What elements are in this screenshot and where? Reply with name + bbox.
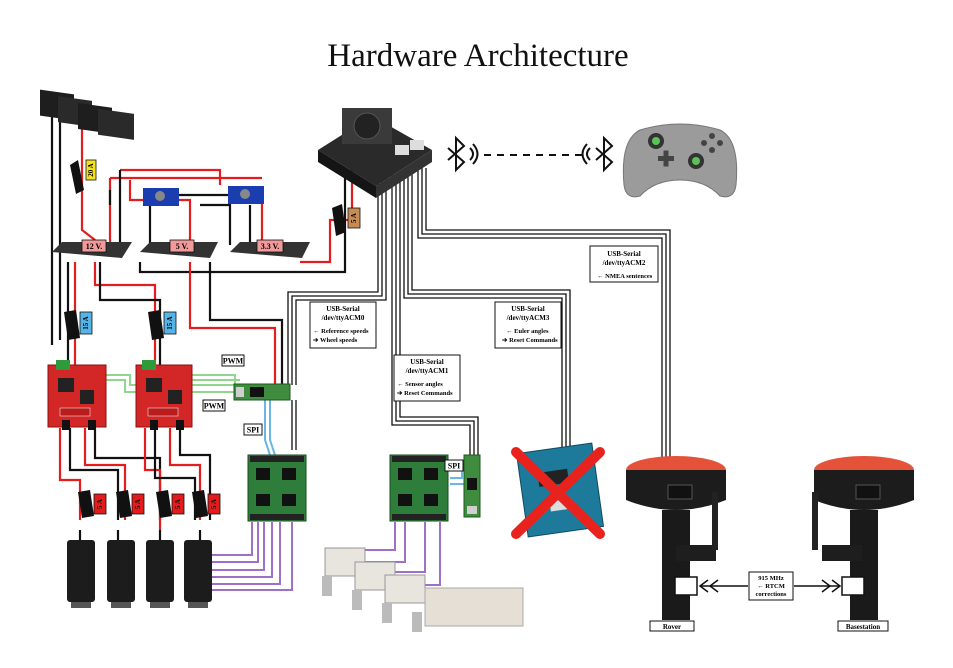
jetson-computer [318,108,432,198]
wheel-motor-3 [146,540,174,608]
wheel-motor-4 [184,540,212,608]
fuse-motor-3: 5 A [156,490,184,518]
power-wires [52,110,352,545]
svg-text:PWM: PWM [223,357,244,366]
svg-text:Rover: Rover [663,623,681,631]
buck-converter-2 [228,186,264,204]
svg-text:SPI: SPI [448,462,460,471]
fuse-label-battery: 20 A [87,163,95,176]
fuse-label-motor-3: 5 A [174,499,182,509]
fuse-label-driver-right: 15 A [166,316,174,329]
svg-text:USB-Serial: USB-Serial [511,305,545,313]
rover-label: Rover [650,621,694,631]
battery-pack [40,90,134,140]
svg-text:← Euler angles: ← Euler angles [506,328,549,335]
svg-text:USB-Serial: USB-Serial [607,250,641,258]
svg-text:← Reference speeds: ← Reference speeds [313,328,369,335]
svg-text:/dev/ttyACM1: /dev/ttyACM1 [405,367,449,375]
svg-text:PWM: PWM [204,402,225,411]
svg-text:← NMEA sentences: ← NMEA sentences [597,273,653,280]
svg-text:USB-Serial: USB-Serial [410,358,444,366]
spi-label-right: SPI [445,460,463,471]
svg-text:/dev/ttyACM0: /dev/ttyACM0 [321,314,365,322]
bluetooth-icon-left [448,138,478,170]
usb-serial-acm0-label: USB-Serial /dev/ttyACM0 ← Reference spee… [310,302,376,348]
angle-sensor-4 [412,588,523,632]
teensy-microcontroller-2 [464,455,480,517]
spi-label-left: SPI [244,424,262,435]
encoder-board-right [390,455,448,521]
bus-label-5v: 5 V. [176,242,189,251]
bus-bar-5v: 5 V. [140,240,218,258]
bus-label-12v: 12 V. [86,242,103,251]
svg-text:SPI: SPI [247,426,259,435]
teensy-microcontroller-1 [234,384,290,400]
fuse-motor-1: 5 A [78,490,106,518]
fuse-driver-left: 15 A [64,310,92,340]
fuse-label-motor-2: 5 A [134,499,142,509]
fuse-motor-2: 5 A [116,490,144,518]
bus-label-3v3: 3.3 V. [261,242,280,251]
radio-base-box [842,577,864,595]
radio-link-label: 915 MHz ← RTCM corrections [749,572,793,600]
pwm-label-bottom: PWM [203,400,225,411]
svg-text:➔ Wheel speeds: ➔ Wheel speeds [313,337,358,344]
svg-text:/dev/ttyACM3: /dev/ttyACM3 [506,314,550,322]
svg-text:USB-Serial: USB-Serial [326,305,360,313]
fuse-label-motor-1: 5 A [96,499,104,509]
svg-text:Basestation: Basestation [846,623,880,631]
svg-text:/dev/ttyACM2: /dev/ttyACM2 [602,259,646,267]
wheel-motor-1 [67,540,95,608]
usb-serial-acm3-label: USB-Serial /dev/ttyACM3 ← Euler angles ➔… [495,302,561,348]
bus-bar-12v: 12 V. [52,240,132,258]
wheel-motor-2 [107,540,135,608]
svg-text:corrections: corrections [756,591,787,598]
usb-serial-acm1-label: USB-Serial /dev/ttyACM1 ← Sensor angles … [394,355,460,401]
radio-rover-box [675,577,697,595]
bluetooth-icon-right [583,138,613,170]
gamepad-icon [623,124,736,197]
page-title: Hardware Architecture [327,38,628,74]
svg-text:← Sensor angles: ← Sensor angles [397,381,443,388]
bus-bar-3v3: 3.3 V. [230,240,310,258]
svg-text:← RTCM: ← RTCM [757,583,785,590]
usb-serial-acm2-label: USB-Serial /dev/ttyACM2 ← NMEA sentences [590,246,658,282]
buck-converter-1 [143,188,179,206]
encoder-board-left [248,455,306,521]
basestation-label: Basestation [838,621,888,631]
motor-driver-left [48,360,106,430]
motor-driver-right [136,360,192,430]
pwm-label-top: PWM [222,355,244,366]
svg-text:915 MHz: 915 MHz [758,575,784,582]
fuse-motor-4: 5 A [192,490,220,518]
svg-text:➔ Reset Commands: ➔ Reset Commands [502,337,558,344]
fuse-label-driver-left: 15 A [82,316,90,329]
svg-text:➔ Reset Commands: ➔ Reset Commands [397,390,453,397]
fuse-driver-right: 15 A [148,310,176,340]
fuse-label-jetson: 5 A [350,213,358,223]
fuse-label-motor-4: 5 A [210,499,218,509]
